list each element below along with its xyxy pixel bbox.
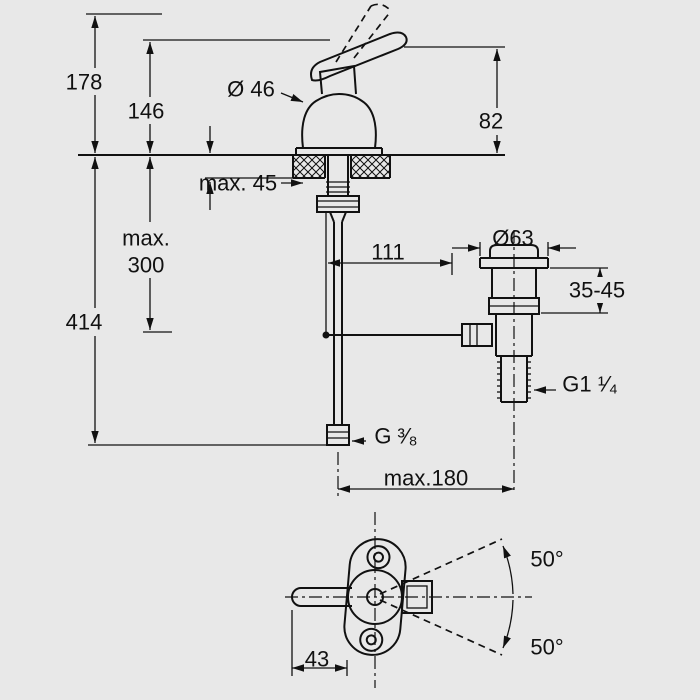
dim-waste-flange-diameter-label: Ø63 [492,226,534,251]
dim-total-height-label: 178 [66,70,103,95]
dim-lever-width-label: 43 [305,647,329,672]
pop-up-rod [322,212,462,339]
dim-hose-clearance-label-line1: max. [122,226,170,251]
dim-body-height-label: 146 [128,99,165,124]
dim-rod-offset-label: 111 [371,240,404,265]
faucet-side-view [78,3,505,156]
dim-hose-thread-label: G ³⁄₈ [374,424,417,449]
dim-max-reach-label: max.180 [384,466,468,491]
dim-overall-depth-label: 414 [66,310,103,335]
dim-swivel-angle-lower-label: 50° [530,635,563,660]
dim-waste-mount-range-label: 35-45 [569,278,625,303]
faucet-top-view [285,512,532,688]
dim-deck-thickness-label: max. 45 [199,171,277,196]
dim-hose-clearance-label-line2: 300 [128,253,165,278]
pop-up-waste-assembly [461,230,549,492]
supply-hose-and-shank [316,155,360,446]
mounting-deck-section [292,155,391,179]
dim-waste-thread-label: G1 ¹⁄₄ [562,372,617,397]
dim-spout-diameter-label: Ø 46 [227,77,275,102]
dimension-annotations: 178 146 Ø 46 82 max. 45 max. 300 414 111… [60,13,627,676]
dim-swivel-angle-upper-label: 50° [530,547,563,572]
dim-lever-height-label: 82 [479,109,503,134]
